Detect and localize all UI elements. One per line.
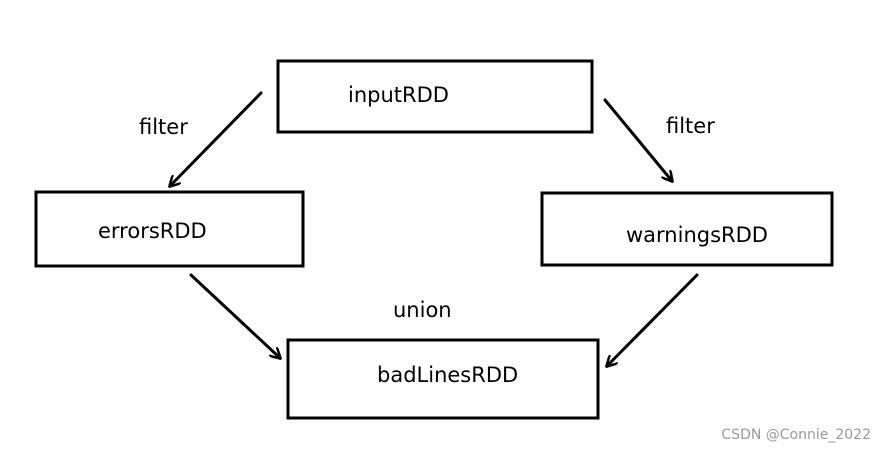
- bad-lines-rdd-box: [286, 338, 600, 420]
- errors-rdd-box: [34, 190, 305, 268]
- union-right-arrow: [607, 273, 699, 366]
- filter-right-arrow: [603, 98, 672, 181]
- warnings-rdd-label: warningsRDD: [626, 223, 768, 247]
- errors-rdd-label: errorsRDD: [98, 219, 207, 243]
- input-rdd-box: [276, 59, 594, 134]
- union-label: union: [393, 298, 452, 322]
- bad-lines-rdd-label: badLinesRDD: [377, 363, 518, 387]
- union-left-arrow: [189, 273, 280, 358]
- filter-right-label: filter: [666, 114, 715, 138]
- watermark-text: CSDN @Connie_2022: [721, 427, 871, 443]
- input-rdd-label: inputRDD: [348, 83, 449, 107]
- bad-lines-rdd-node: badLinesRDD: [286, 338, 600, 420]
- filter-left-arrow: [170, 91, 263, 186]
- warnings-rdd-box: [540, 191, 834, 267]
- input-rdd-node: inputRDD: [276, 59, 594, 134]
- warnings-rdd-node: warningsRDD: [540, 191, 834, 267]
- errors-rdd-node: errorsRDD: [34, 190, 305, 268]
- filter-left-label: filter: [139, 115, 188, 139]
